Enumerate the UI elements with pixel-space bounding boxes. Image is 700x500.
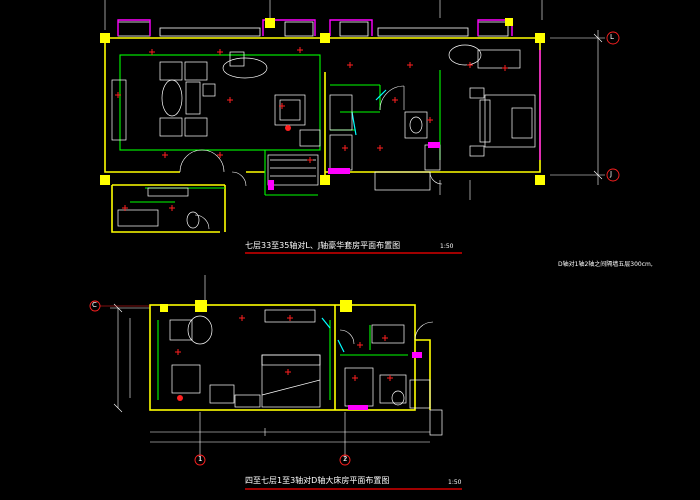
axis-bubble-l: [606, 31, 620, 45]
top-door-leaves: [351, 89, 387, 136]
top-magenta-fills: [268, 142, 440, 190]
top-plan-title: 七层33至35轴对L、J轴豪华套房平面布置图: [245, 240, 400, 250]
bottom-door-swings: [339, 321, 434, 345]
bottom-plan-scale: 1:50: [448, 479, 462, 486]
bottom-furniture: [169, 309, 443, 436]
bottom-door-leaves: [321, 317, 345, 353]
bottom-floor-plan: [89, 275, 443, 466]
axis-bubble-2: [339, 454, 351, 466]
bottom-left-dimension: [110, 275, 206, 413]
bottom-structural-columns: [160, 300, 352, 312]
top-door-swings: [179, 85, 443, 230]
bottom-fixture-markers: [174, 314, 394, 382]
top-dimension-lines: [104, 0, 543, 30]
bottom-magenta-fills: [348, 352, 422, 410]
side-note: D轴对1轴2轴之间隔墙五层300cm,: [558, 260, 653, 268]
top-structural-columns: [100, 18, 545, 185]
axis-bubble-1: [194, 454, 206, 466]
top-window-bays: [117, 21, 509, 37]
top-fixture-markers: [114, 46, 509, 212]
bottom-partitions: [157, 320, 408, 400]
top-partitions: [119, 54, 441, 203]
top-exterior-walls: [104, 37, 541, 233]
axis-bubble-c: [89, 300, 101, 312]
bottom-dimension-lines: [150, 412, 430, 460]
top-right-dimension: [439, 30, 605, 200]
bottom-plan-title-block: 四至七层1至3轴对D轴大床房平面布置图 1:50: [245, 475, 462, 490]
bottom-plan-title: 四至七层1至3轴对D轴大床房平面布置图: [245, 475, 389, 485]
top-red-dot: [285, 125, 291, 131]
top-plan-scale: 1:50: [440, 243, 454, 250]
top-furniture: [111, 44, 536, 229]
bottom-red-dot: [177, 395, 183, 401]
top-plan-title-block: 七层33至35轴对L、J轴豪华套房平面布置图 1:50: [245, 240, 462, 254]
top-floor-plan: [100, 0, 620, 233]
top-magenta-trim: [117, 19, 541, 160]
axis-bubble-j: [606, 168, 620, 182]
